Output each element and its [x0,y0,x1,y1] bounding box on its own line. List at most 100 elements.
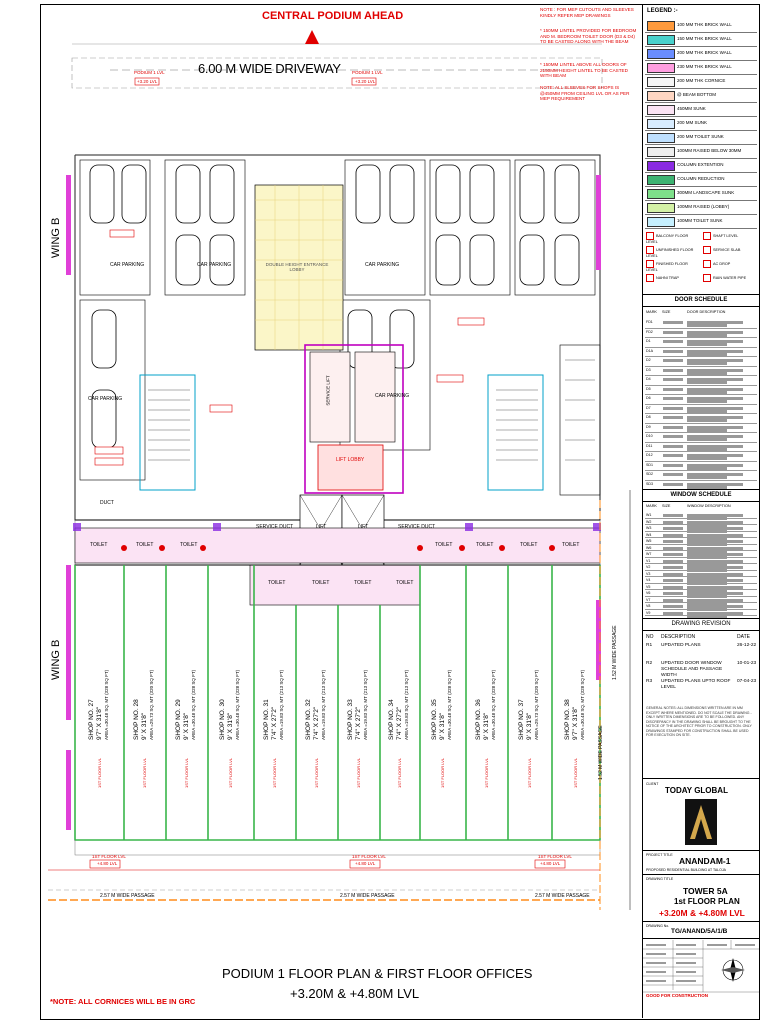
window-schedule-title: WINDOW SCHEDULE [643,489,759,502]
floor-plan: CENTRAL PODIUM AHEAD 6.00 M WIDE DRIVEWA… [48,7,636,1006]
window-col-mark: MARK [646,504,657,508]
shop-no: SHOP NO. 32 [305,699,312,740]
window-row: W6 [645,544,757,553]
window-row: V8 [645,602,757,611]
shop-floor-level: 1ST FLOOR LVL [272,757,277,788]
client-name: TODAY GLOBAL [665,786,728,795]
shop-no: SHOP NO. 37 [518,699,525,740]
window-row: V3 [645,570,757,579]
door-row: SD2 [645,470,757,481]
schedule-mark: V8 [646,604,651,608]
shop-size: 9' X 31'8" [227,712,234,740]
shop-no: SHOP NO. 31 [263,699,270,740]
first-floor-level-label: 1ST FLOOR LVL [538,854,572,859]
window-row: V7 [645,596,757,605]
door-col-desc: DOOR DESCRIPTION [687,310,726,314]
legend-item: 200 MM TOILET SUNK [645,130,757,145]
schedule-mark: FD1 [646,320,653,324]
shop-size: 7'4" X 27'2" [313,706,320,740]
shop-area: AREA =19.83 SQ. MT (213 SQ FT) [321,669,326,740]
project-label: PROJECT TITLE [646,853,673,857]
drawing-number: TG/ANAND/5A/1/B [671,928,728,935]
car-icon [89,164,580,449]
legend-item: 200 MM SUNK [645,116,757,131]
toilet-label: TOILET [520,542,538,548]
tower-name: TOWER 5A [683,886,728,896]
legend-symbol: RAIN WATER PIPE [703,274,757,282]
door-row: FD2 [645,328,757,338]
schedule-mark: SD2 [646,472,653,476]
schedule-mark: D5 [646,386,651,391]
general-notes: GENERAL NOTES: ALL DIMENSIONS WRITTEN AR… [646,706,752,738]
legend-symbol-label: NAHNI TRAP [656,276,679,280]
legend-swatch [647,217,675,227]
legend-item: COLUMN REDUCTION [645,172,757,187]
legend-symbol: NAHNI TRAP [646,274,700,282]
schedule-mark: D7 [646,405,651,410]
door-row: D9 [645,423,757,433]
toilet-label: TOILET [435,542,453,548]
shop-floor-level: 1ST FLOOR LVL [484,757,489,788]
legend-label: 100MM RAISED (LOBBY) [677,204,730,209]
lift-label: LIFT [316,524,327,530]
schedule-mark: D9 [646,424,651,429]
revision-row: R2 UPDATED DOOR WINDOW SCHEDULE AND PASSA… [643,660,759,678]
shop-area: AREA =30.48 SQ. MT (328 SQ FT) [491,669,496,740]
window-row: V6 [645,589,757,598]
schedule-mark: W3 [646,526,652,530]
schedule-mark: W6 [646,545,652,550]
legend-symbol: FINISHED FLOOR LEVEL [646,260,700,272]
schedule-mark: D2 [646,358,651,362]
shop-area: AREA =30.48 SQ. MT (328 SQ FT) [447,669,452,740]
revision-col-desc: DESCRIPTION [661,634,696,640]
service-duct-label: SERVICE DUCT [398,524,436,530]
passage-bottom-label: 2.57 M WIDE PASSAGE [340,893,395,899]
revision-no: R2 [646,661,653,666]
schedule-mark: V6 [646,591,651,595]
construction-stamp: GOOD FOR CONSTRUCTION [646,993,708,998]
shop-no: SHOP NO. 36 [475,699,482,740]
legend-swatch [647,35,675,45]
podium-level-label: PODIUM 1 LVL [352,70,383,75]
window-row: W7 [645,550,757,559]
schedule-mark: D8 [646,415,651,419]
window-row: W4 [645,531,757,540]
shop-area: AREA =30.48 SQ. MT (328 SQ FT) [235,669,240,740]
revision-desc: UPDATED PLANS [661,643,701,648]
door-row: D6 [645,394,757,405]
shop-area: AREA =19.83 SQ. MT (213 SQ FT) [363,669,368,740]
schedule-mark: V9 [646,610,651,615]
shop-size: 7'4" X 27'2" [396,706,403,740]
revision-date: 07-04-23 [737,679,757,684]
passage-right-label: 1.52 M WIDE PASSAGE [612,625,618,680]
legend-item: 450MM SUNK [645,102,757,117]
toilet-label: TOILET [476,542,494,548]
door-row: D5 [645,385,757,395]
shop-area: AREA =30.48 SQ. MT (328 SQ FT) [580,669,585,740]
window-row: W5 [645,537,757,546]
schedule-mark: W7 [646,552,652,556]
legend-swatch [647,63,675,73]
legend-item: COLUMN EXTENTION [645,158,757,173]
schedule-mark: SD3 [646,481,653,486]
toilet-label: TOILET [562,542,580,548]
schedule-mark: V5 [646,584,651,589]
first-floor-level-value: +4.80 LVL [540,861,561,866]
revision-date: 26-12-22 [737,643,757,648]
window-row: V5 [645,583,757,592]
car-parking-label: CAR PARKING [375,393,410,399]
legend-swatch [647,175,675,185]
door-row: D1 [645,337,757,348]
legend-item: 100MM RAISED (LOBBY) [645,200,757,215]
legend-swatch [647,91,675,101]
car-parking-label: CAR PARKING [365,262,400,268]
schedule-mark: FD2 [646,329,653,334]
legend-item: 100MM TOILET SUNK [645,214,757,229]
revision-desc: UPDATED DOOR WINDOW SCHEDULE AND PASSAGE… [661,661,723,678]
shop-floor-level: 1ST FLOOR LVL [356,757,361,788]
legend-item: 200 MM THK CORNICE [645,74,757,89]
legend-swatch [647,119,675,129]
door-row: D8 [645,413,757,424]
sleeves-note: NOTE: ALL SLEEVES FOR SHOPS IS @450MM FR… [540,85,630,102]
